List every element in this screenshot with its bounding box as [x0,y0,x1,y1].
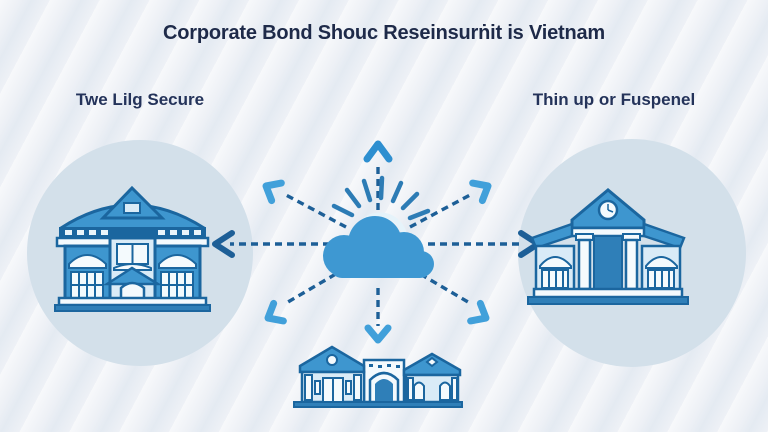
arrow-up-right-line [409,193,471,229]
arrowheads-light [262,179,492,344]
bank-clock-building-icon [527,188,689,305]
arrowhead-up-left-icon [262,179,285,205]
dashed-arrow-lines [230,162,520,326]
arrow-up-left-line [285,193,347,229]
label-left-secure: Twe Lilg Secure [75,90,205,109]
arrowhead-left-icon [212,230,235,258]
label-right-fuspenel: Thin up or Fuspenel [532,90,696,109]
cloud-sun-icon [323,216,434,278]
arrowhead-down-right-icon [467,299,490,325]
arrowhead-down-left-icon [264,299,287,325]
arrowhead-up-icon [363,140,393,163]
civic-complex-building-icon [293,345,463,408]
bank-building-icon [54,185,211,312]
arrowhead-down-icon [364,324,392,344]
sun-rays-icon [331,175,431,221]
page-title: Corporate Bond Shouc Reseinsurṅit is Vie… [162,22,606,44]
arrowhead-up-right-icon [469,179,492,205]
